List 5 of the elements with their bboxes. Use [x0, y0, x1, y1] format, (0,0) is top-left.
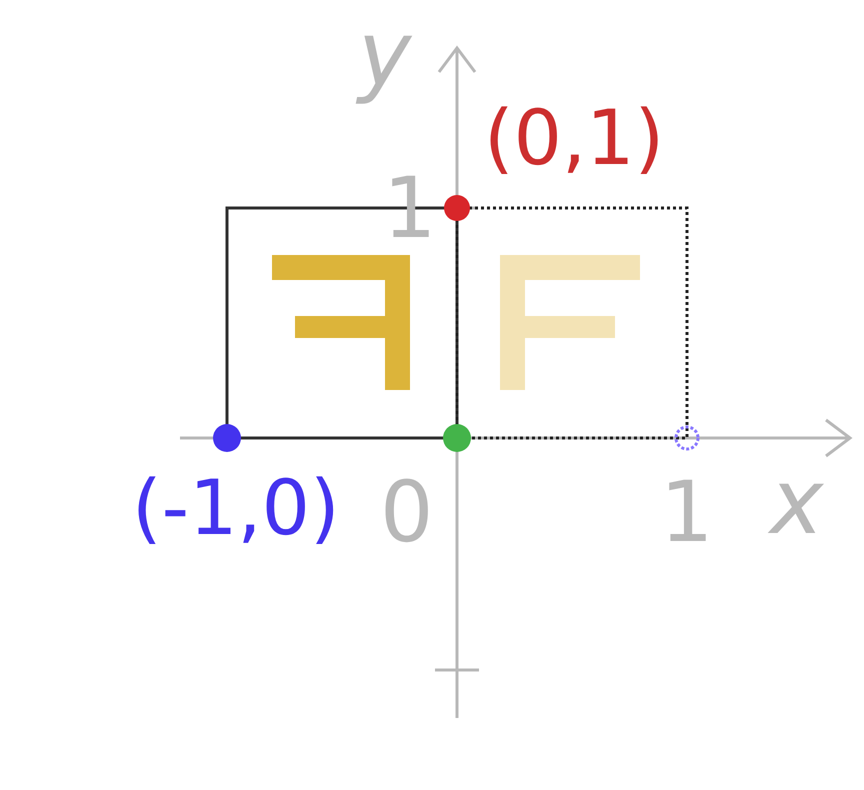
tick-label: 0	[380, 470, 434, 554]
point-label: (0,1)	[484, 100, 664, 176]
tick-label: 1	[660, 470, 714, 554]
axis-label: x	[770, 458, 824, 548]
point-label: (-1,0)	[132, 470, 340, 546]
